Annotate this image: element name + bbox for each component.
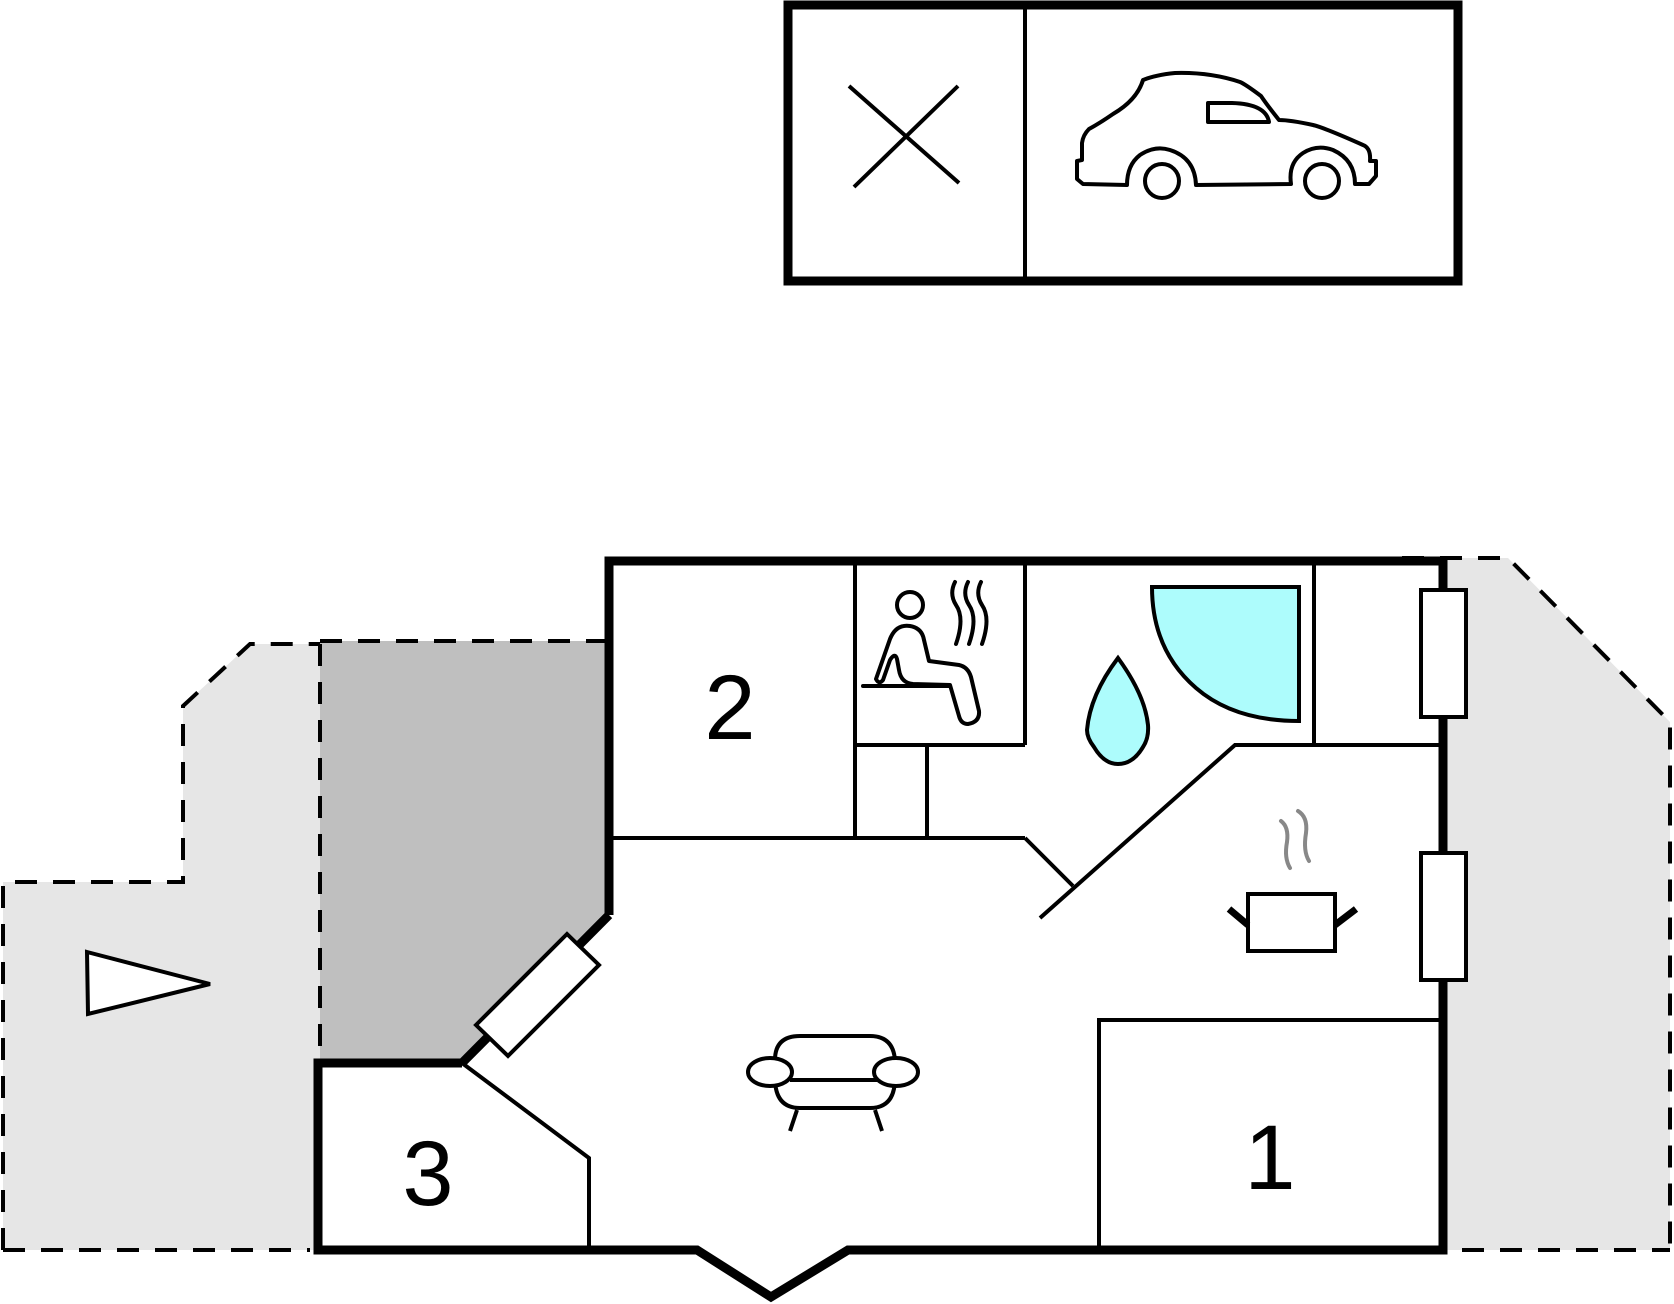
house-interior [318, 561, 1443, 1297]
room-label-3: 3 [402, 1123, 453, 1225]
window-upper-right [1419, 588, 1468, 719]
cross-icon [847, 84, 961, 189]
sauna-icon [861, 580, 989, 726]
interior-walls [460, 561, 1443, 1250]
sofa-icon [746, 1034, 920, 1132]
terrace-arrow-icon [84, 949, 211, 1017]
room-label-2: 2 [704, 657, 755, 759]
covered-terrace [318, 639, 609, 1063]
shower-icon [1149, 585, 1301, 724]
carport [783, 0, 1463, 286]
room-label-1: 1 [1244, 1107, 1295, 1209]
left-outdoor-area [1, 642, 320, 1252]
carport-icon [1075, 70, 1378, 200]
diagonal-window [473, 931, 602, 1059]
cooking-pot-icon [1226, 809, 1359, 953]
window-lower-right [1419, 851, 1468, 982]
water-drop-icon [1084, 654, 1151, 767]
right-outdoor-area [1402, 556, 1672, 1252]
